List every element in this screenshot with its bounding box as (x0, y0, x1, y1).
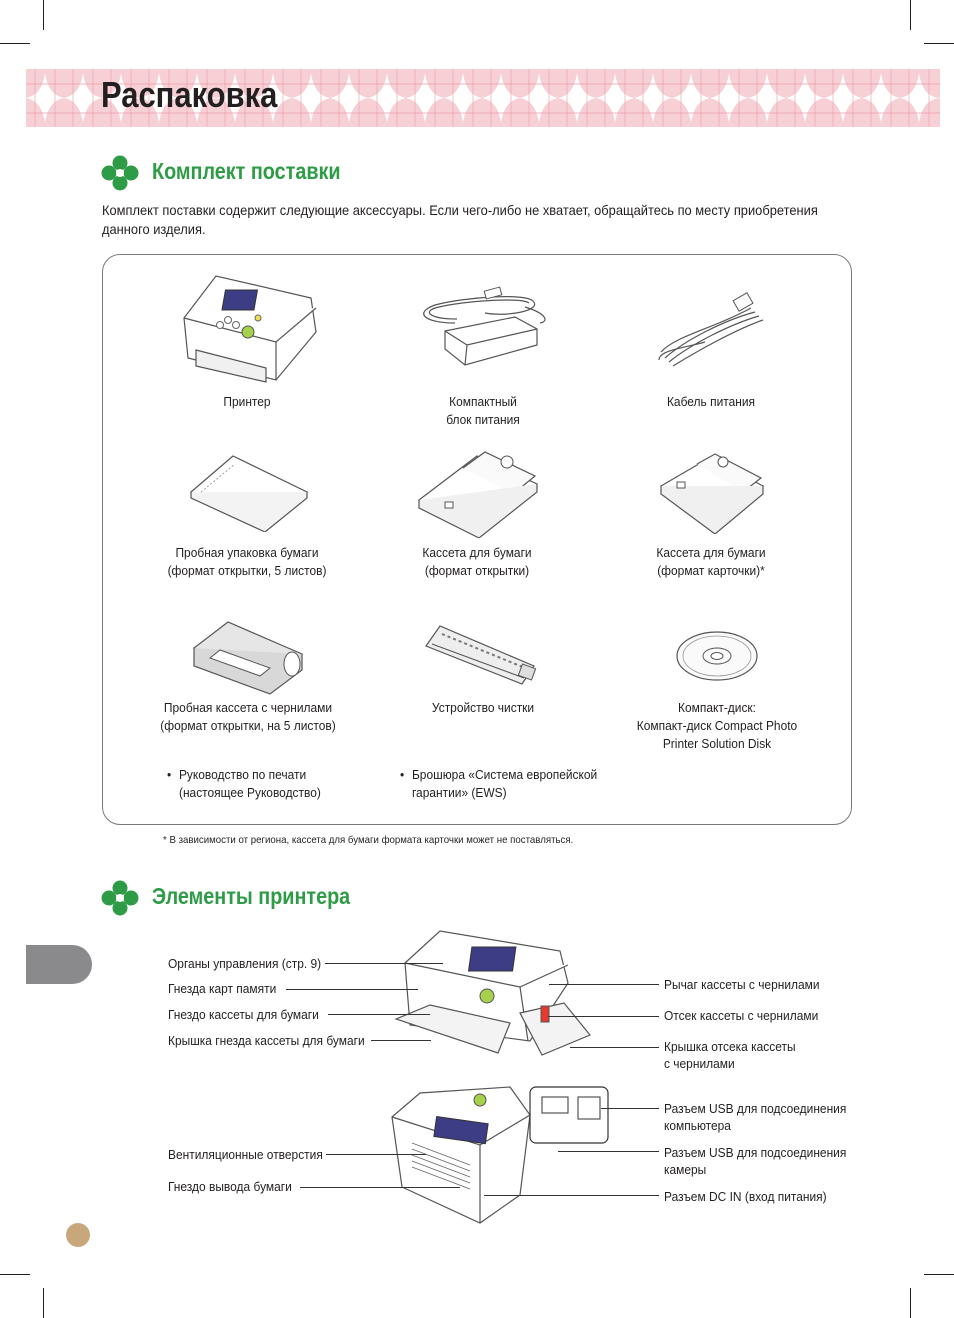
clover-icon (101, 155, 139, 191)
part-label: Рычаг кассеты с чернилами (664, 977, 820, 992)
leader-line (549, 984, 659, 985)
item-caption-ink-cassette: Пробная кассета с чернилами(формат откры… (160, 700, 336, 733)
section-heading-package: Комплект поставки (152, 158, 341, 184)
leader-line (328, 1014, 430, 1015)
cleaning-unit-illustration (425, 625, 537, 685)
paper-cassette-illustration (417, 451, 539, 538)
crop-mark (43, 1288, 44, 1318)
part-label: Органы управления (стр. 9) (168, 956, 322, 971)
crop-mark (43, 0, 44, 30)
power-adapter-illustration (423, 286, 546, 366)
item-caption-paper-pack: Пробная упаковка бумаги(формат открытки,… (167, 545, 327, 578)
crop-mark (0, 1274, 30, 1275)
part-label: Вентиляционные отверстия (168, 1147, 323, 1162)
leader-line (286, 989, 418, 990)
item-caption-paper-cassette-card: Кассета для бумаги(формат карточки)* (656, 545, 766, 578)
leader-line (548, 1016, 659, 1017)
leader-line (371, 1040, 431, 1041)
part-label: Гнездо кассеты для бумаги (168, 1007, 319, 1022)
item-caption-paper-cassette-postcard: Кассета для бумаги(формат открытки) (422, 545, 532, 578)
paper-cassette-card-illustration (659, 453, 765, 534)
leader-line (558, 1151, 659, 1152)
bullet-item-guide: • Руководство по печати (настоящее Руков… (167, 767, 321, 800)
power-cable-illustration (658, 292, 764, 367)
intro-paragraph: Комплект поставки содержит следующие акс… (102, 202, 818, 237)
part-label: Крышка гнезда кассеты для бумаги (168, 1033, 365, 1048)
section-heading-parts: Элементы принтера (152, 883, 351, 909)
page-title: Распаковка (101, 74, 278, 115)
bullet-item-warranty: • Брошюра «Система европейской гарантии»… (400, 767, 598, 800)
leader-line (484, 1195, 659, 1196)
title-banner (26, 69, 940, 127)
crop-mark (0, 43, 30, 44)
leader-line (300, 1187, 460, 1188)
clover-icon (101, 880, 139, 916)
crop-mark (910, 1288, 911, 1318)
leader-line (326, 1154, 426, 1155)
page-marker-dot (66, 1223, 90, 1247)
leader-line (601, 1108, 659, 1109)
crop-mark (924, 1274, 954, 1275)
leader-line (570, 1047, 659, 1048)
ink-cassette-illustration (192, 621, 304, 695)
part-label: Гнездо вывода бумаги (168, 1179, 292, 1194)
part-label: Отсек кассеты с чернилами (664, 1008, 819, 1023)
contents-box (102, 254, 852, 825)
page-tab (26, 945, 92, 984)
leader-line (325, 963, 443, 964)
printer-illustration (183, 275, 317, 383)
crop-mark (924, 43, 954, 44)
item-caption-power-cable: Кабель питания (666, 394, 756, 409)
footnote: * В зависимости от региона, кассета для … (163, 834, 574, 846)
crop-mark (910, 0, 911, 30)
printer-parts-diagram (391, 930, 609, 1224)
part-label: Разъем DC IN (вход питания) (664, 1189, 827, 1204)
item-caption-printer: Принтер (223, 394, 271, 409)
item-caption-cleaning-unit: Устройство чистки (431, 700, 535, 715)
paper-pack-illustration (189, 455, 309, 532)
cd-illustration (676, 631, 758, 681)
part-label: Гнезда карт памяти (168, 981, 277, 996)
